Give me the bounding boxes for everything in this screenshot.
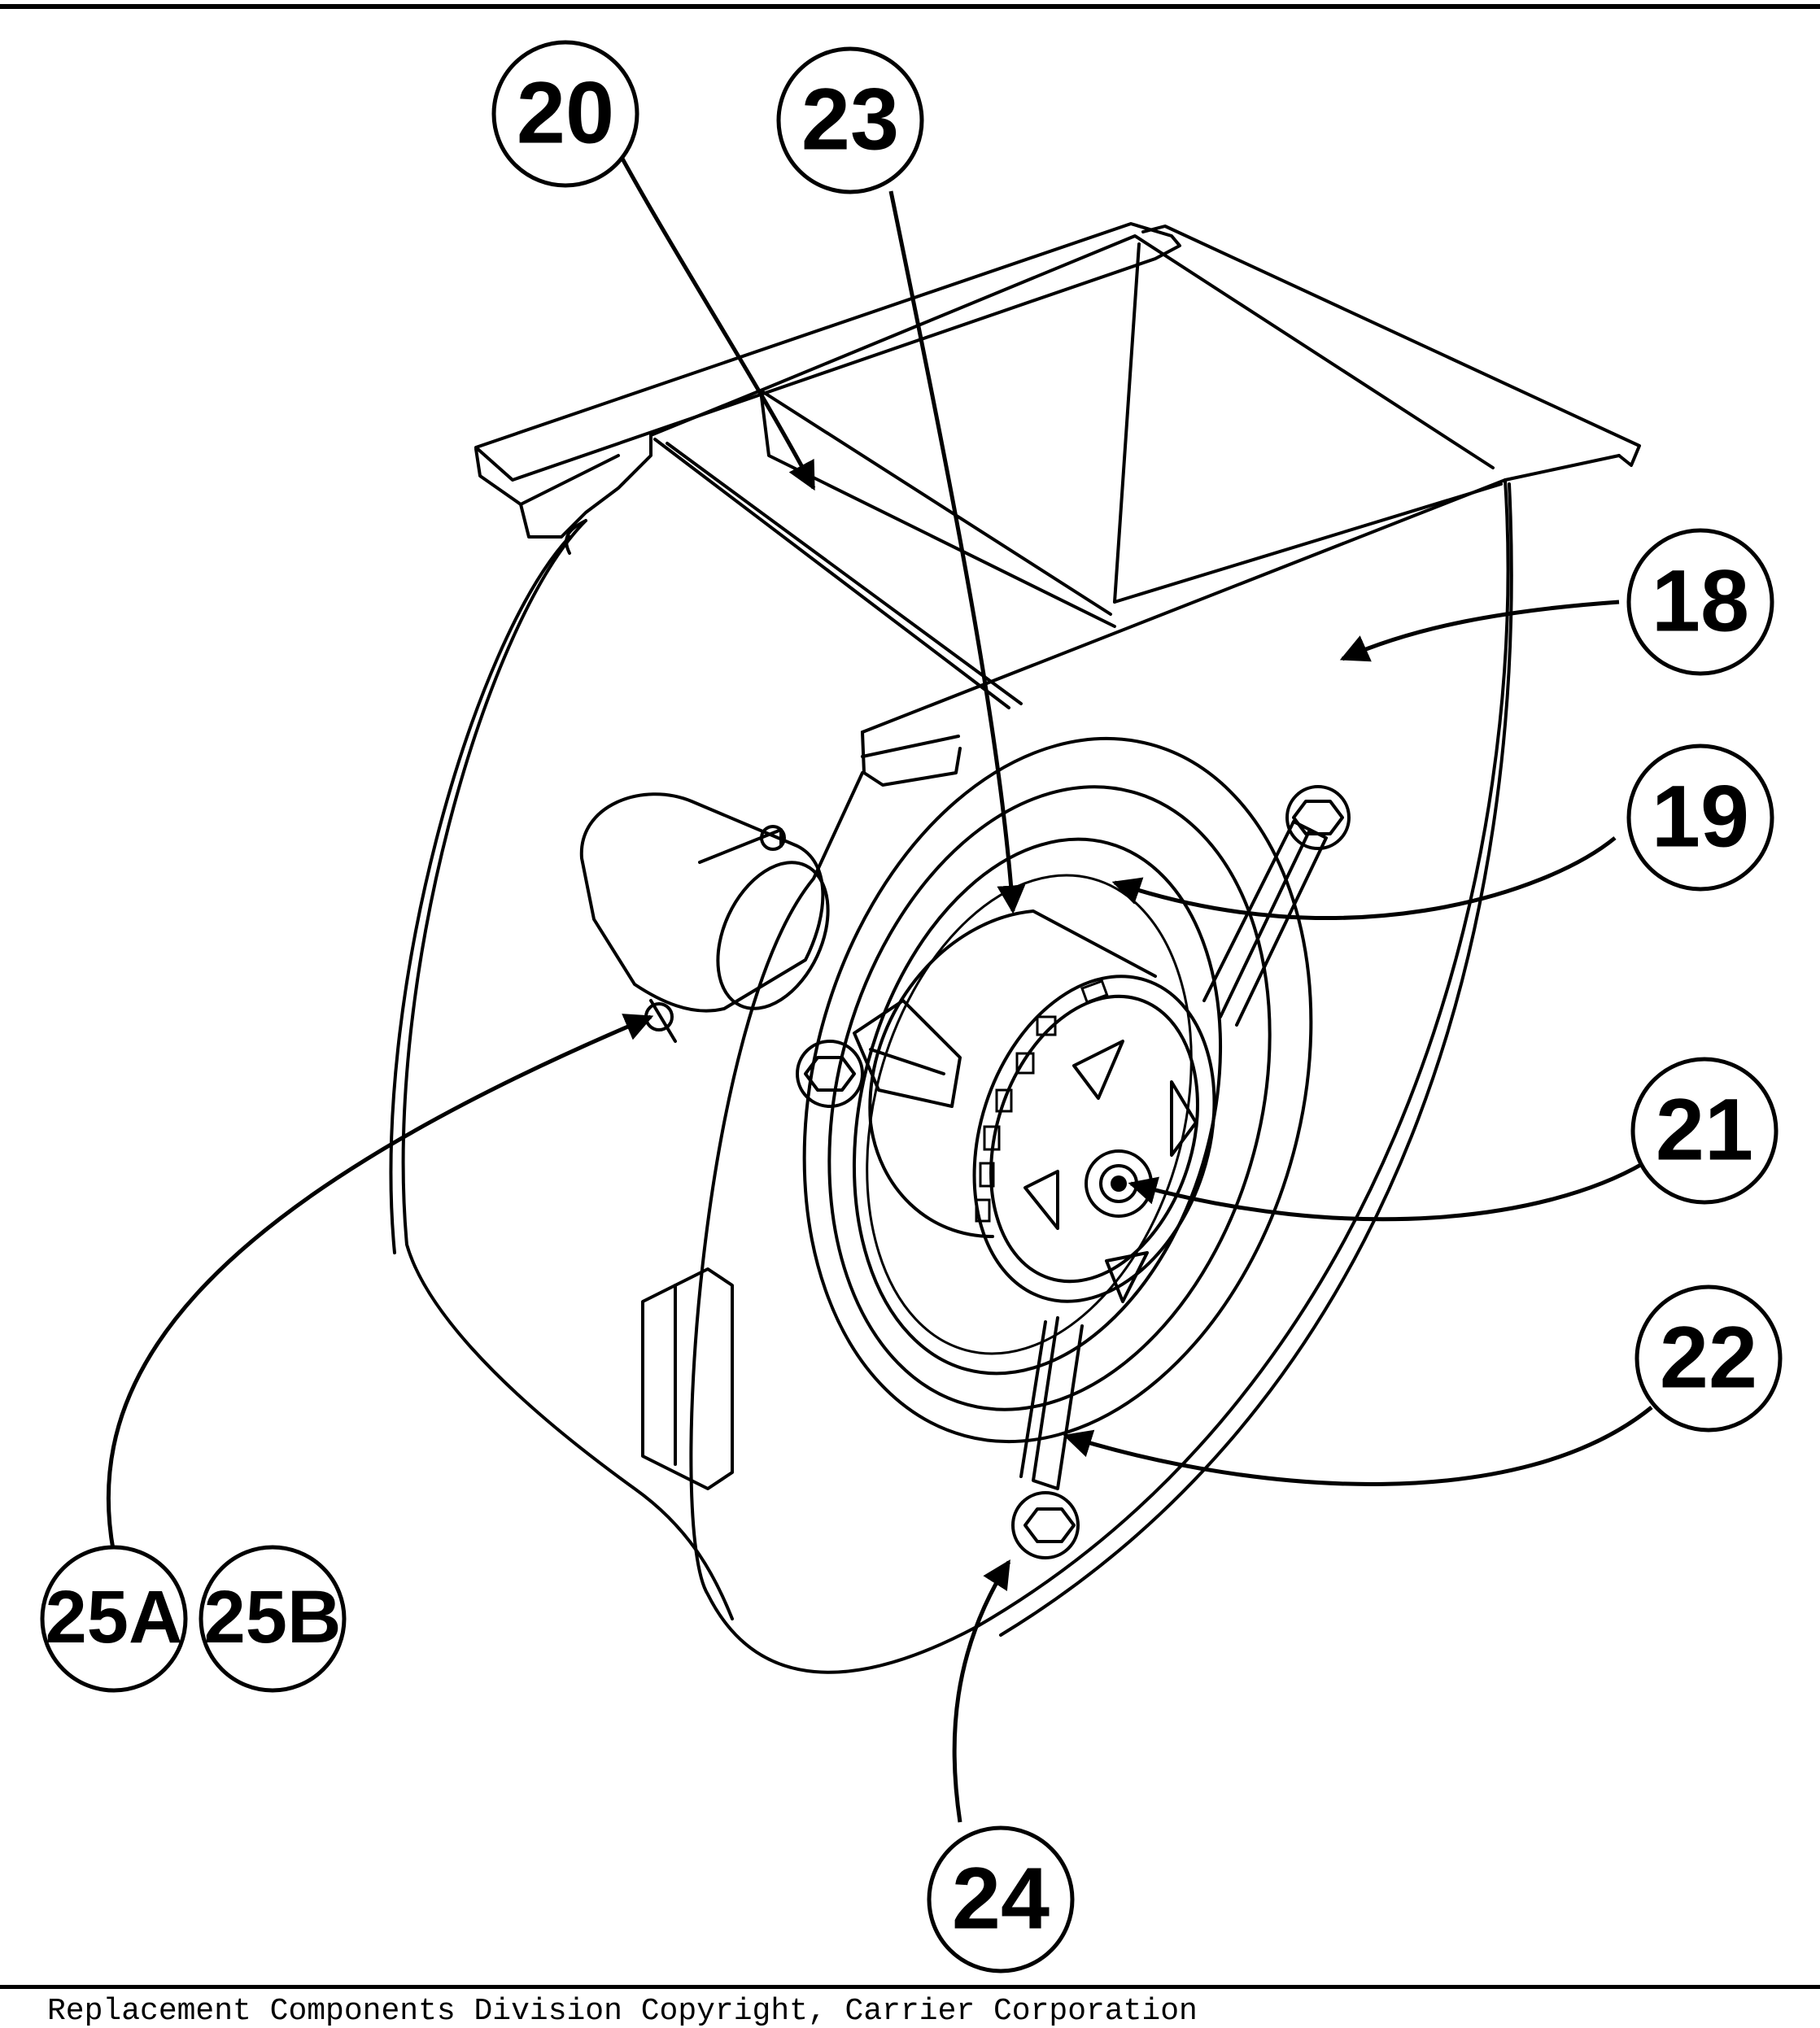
- callout-24: 24: [927, 1825, 1075, 1973]
- callout-20-label: 20: [517, 63, 614, 162]
- callout-24-label: 24: [952, 1849, 1050, 1947]
- callout-22-label: 22: [1660, 1308, 1757, 1407]
- callout-19: 19: [1626, 744, 1774, 892]
- footer-text: Replacement Components Division Copyrigh…: [47, 1994, 1198, 2028]
- footer-bar: Replacement Components Division Copyrigh…: [0, 1985, 1820, 2028]
- callout-25B-label: 25B: [204, 1576, 342, 1659]
- callout-25A: 25A: [40, 1545, 188, 1693]
- callout-20: 20: [491, 40, 639, 188]
- blower-housing: [389, 222, 1641, 1674]
- callout-22: 22: [1635, 1284, 1783, 1433]
- callout-25A-label: 25A: [46, 1576, 183, 1659]
- callout-21: 21: [1630, 1057, 1779, 1205]
- leader-lines: [106, 127, 1653, 1823]
- callout-23-label: 23: [801, 70, 899, 168]
- motor-mount: [853, 820, 1328, 1490]
- callout-18: 18: [1626, 528, 1774, 676]
- housing-clip: [641, 1267, 734, 1490]
- callout-19-label: 19: [1652, 767, 1749, 866]
- callout-25B: 25B: [199, 1545, 347, 1693]
- capacitor: [579, 792, 830, 1043]
- blower-motor: [868, 909, 1216, 1303]
- mounting-bolts: [796, 785, 1351, 1559]
- callout-21-label: 21: [1656, 1080, 1753, 1179]
- callout-18-label: 18: [1652, 552, 1749, 650]
- callout-23: 23: [776, 46, 924, 194]
